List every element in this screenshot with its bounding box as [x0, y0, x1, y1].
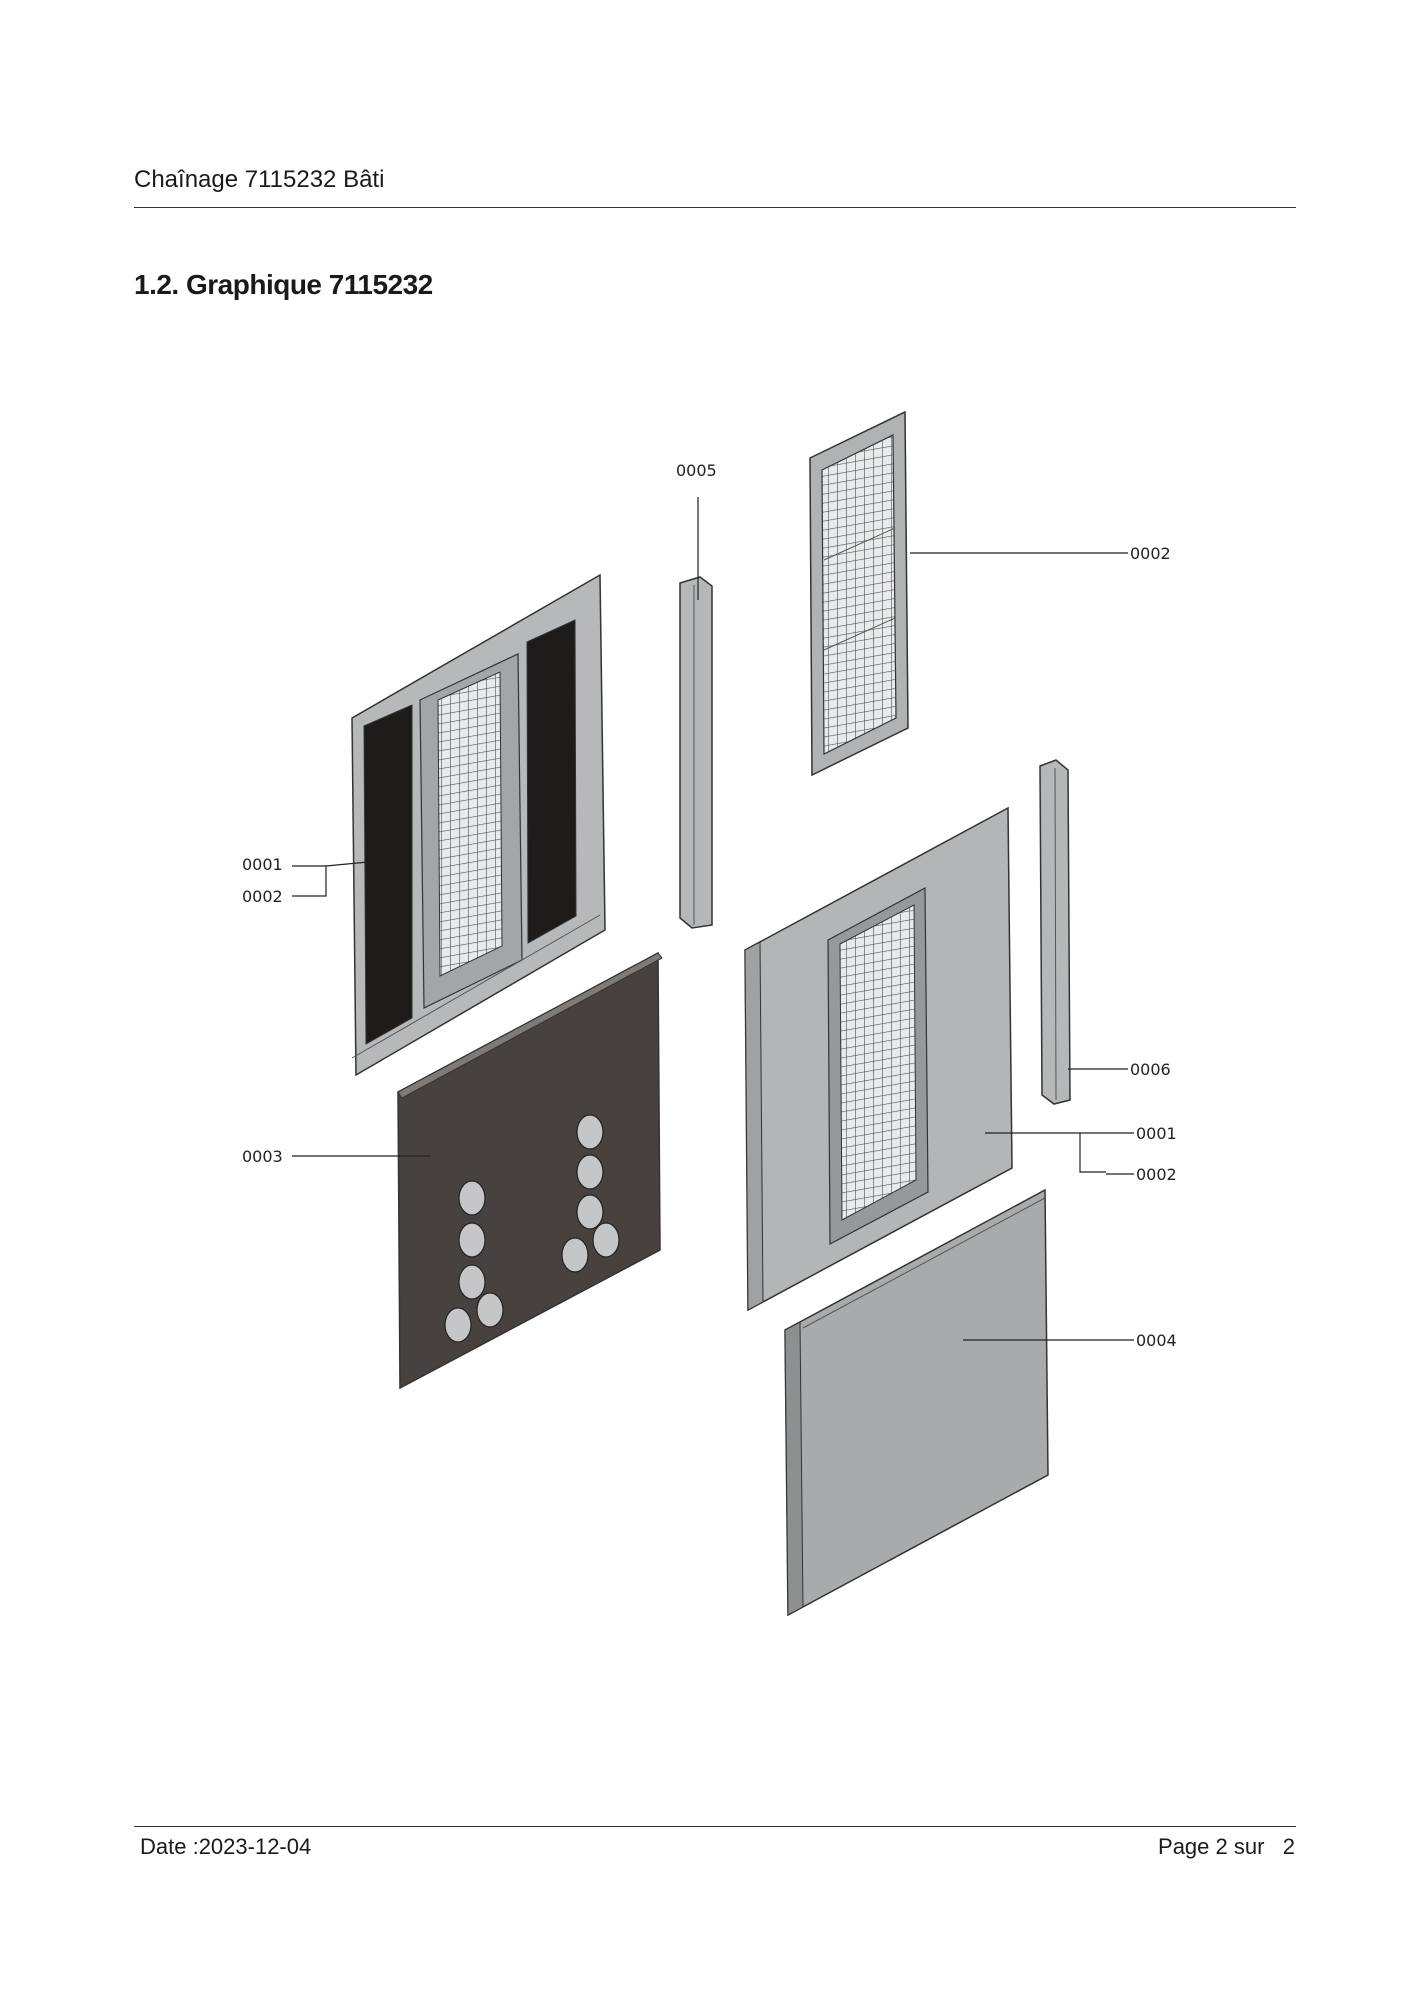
footer-date: Date :2023-12-04: [140, 1834, 312, 1859]
footer-divider: [134, 1826, 1296, 1827]
dark-cable-panel: [397, 951, 663, 1390]
section-title: 1.2. Graphique 7115232: [134, 269, 433, 300]
leader-lines: [292, 497, 1134, 1341]
header-divider: [134, 207, 1296, 208]
callout-0001-right: 0001: [1136, 1124, 1177, 1143]
callout-0004: 0004: [1136, 1331, 1177, 1350]
footer-page-number: Page 2 sur 2: [1158, 1834, 1295, 1859]
callout-0001-left: 0001: [242, 855, 283, 874]
callout-0003: 0003: [242, 1147, 283, 1166]
vertical-post-left: [679, 576, 713, 929]
callout-0002-left: 0002: [242, 887, 283, 906]
callout-0002-right: 0002: [1136, 1165, 1177, 1184]
callout-0006: 0006: [1130, 1060, 1171, 1079]
document-header-title: Chaînage 7115232 Bâti: [134, 166, 385, 193]
vertical-post-right: [1039, 759, 1071, 1105]
top-filter-frame: [809, 410, 909, 777]
callout-0002-top: 0002: [1130, 544, 1171, 563]
left-rear-frame: [351, 573, 606, 1077]
callout-0005: 0005: [676, 461, 717, 480]
right-side-panel: [744, 806, 1013, 1312]
bottom-right-panel: [784, 1188, 1049, 1617]
